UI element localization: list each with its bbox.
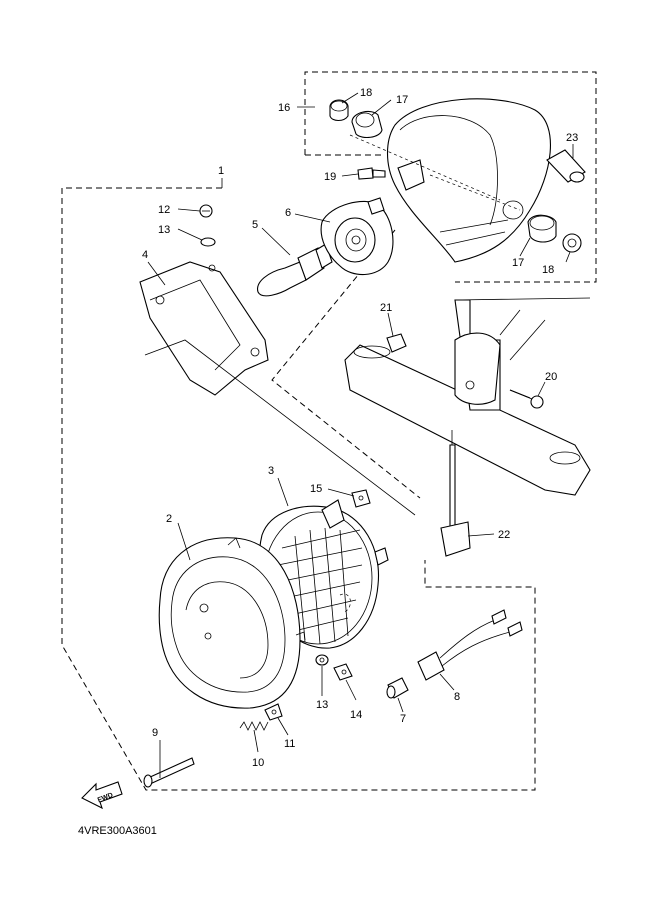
callout-4: 4 [142, 249, 148, 261]
headlight-housing [349, 98, 551, 263]
spacer-collar [546, 149, 586, 183]
callout-5: 5 [252, 219, 258, 231]
screw-12 [199, 204, 213, 218]
callout-9: 9 [152, 727, 158, 739]
spring-10 [239, 721, 269, 731]
callout-labels: 1 2 3 4 5 6 7 8 9 10 11 12 13 13 14 15 1… [142, 87, 578, 769]
bolt-20 [509, 389, 544, 409]
callout-3: 3 [268, 465, 274, 477]
headlight-stay-bracket [344, 297, 591, 496]
screw-11 [264, 703, 283, 721]
callout-17-lower: 17 [512, 257, 524, 269]
callout-10: 10 [252, 757, 264, 769]
callout-8: 8 [454, 691, 460, 703]
callout-16: 16 [278, 102, 290, 114]
callout-11: 11 [284, 738, 295, 750]
grommet-upper [351, 110, 383, 139]
screw-19 [357, 167, 386, 180]
grommet-lower [527, 214, 557, 243]
position-bulb [386, 677, 409, 699]
callout-21: 21 [380, 302, 392, 314]
callout-23: 23 [566, 132, 578, 144]
leader-lines [147, 92, 574, 778]
headlight-bulb [257, 243, 333, 297]
nut-21 [386, 333, 407, 353]
callout-19: 19 [324, 171, 336, 183]
callout-12: 12 [158, 204, 170, 216]
callout-7: 7 [400, 713, 406, 725]
washer-13-upper [200, 237, 216, 247]
screw-9 [143, 757, 195, 788]
callout-2: 2 [166, 513, 172, 525]
cable-tie [440, 430, 471, 557]
collar-upper [329, 99, 349, 122]
diagram-code: 4VRE300A3601 [78, 825, 157, 837]
callout-13-upper: 13 [158, 224, 170, 236]
nut-15 [351, 489, 371, 508]
forward-direction-arrow: FWD [81, 781, 123, 810]
headlight-rim [158, 537, 306, 709]
assembly-16-boundary [304, 71, 597, 283]
bulb-socket-leads [417, 609, 523, 681]
callout-14: 14 [350, 709, 362, 721]
callout-6: 6 [285, 207, 291, 219]
callout-22: 22 [498, 529, 510, 541]
callout-20: 20 [545, 371, 557, 383]
callout-1: 1 [218, 165, 224, 177]
callout-18-upper: 18 [360, 87, 372, 99]
screw-14 [333, 663, 353, 681]
washer-13-lower [315, 654, 329, 666]
headlight-mount-bracket [139, 261, 416, 516]
callout-18-lower: 18 [542, 264, 554, 276]
bulb-socket-cover [320, 197, 394, 276]
callout-13-lower: 13 [316, 699, 328, 711]
housing-guide-line [271, 229, 421, 499]
callout-17-upper: 17 [396, 94, 408, 106]
callout-15: 15 [310, 483, 322, 495]
collar-lower [562, 233, 582, 253]
